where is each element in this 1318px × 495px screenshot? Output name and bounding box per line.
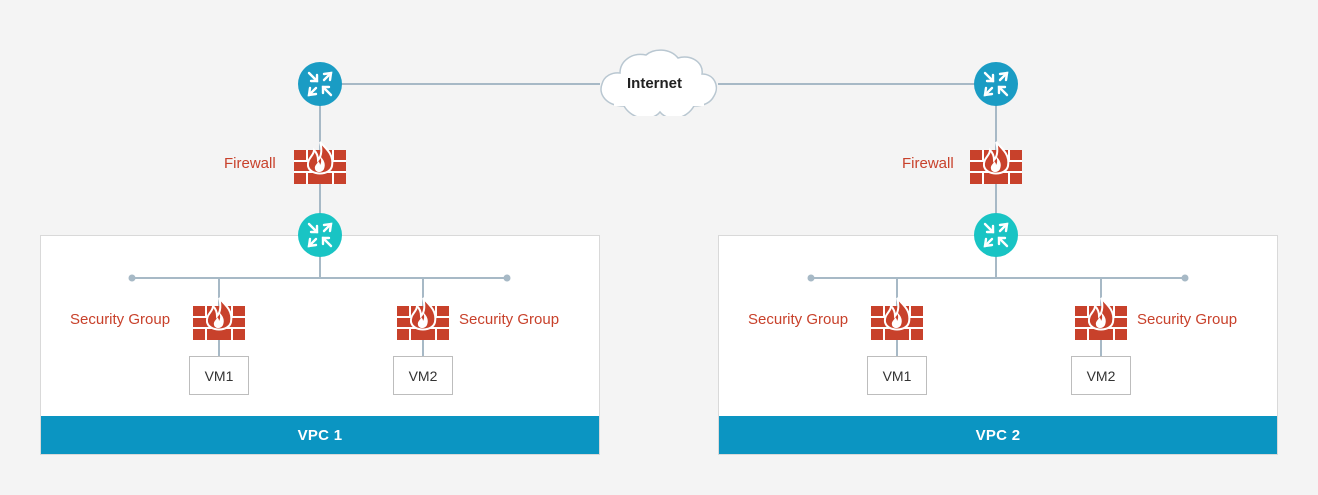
security-group-firewall-icon [395, 296, 451, 342]
vpc-1-label: VPC 1 [41, 416, 599, 454]
vm-box: VM2 [393, 356, 453, 395]
vpc-router-icon [974, 213, 1018, 257]
firewall-label: Firewall [224, 155, 276, 172]
security-group-label: Security Group [70, 311, 171, 328]
internet-label: Internet [627, 75, 683, 92]
firewall-icon [968, 140, 1024, 186]
vm-box: VM1 [189, 356, 249, 395]
vm-box: VM2 [1071, 356, 1131, 395]
security-group-firewall-icon [191, 296, 247, 342]
firewall-icon [292, 140, 348, 186]
router-icon [298, 62, 342, 106]
security-group-firewall-icon [1073, 296, 1129, 342]
cloud-icon [600, 49, 718, 116]
vpc-2-label: VPC 2 [719, 416, 1277, 454]
router-icon [974, 62, 1018, 106]
firewall-label: Firewall [902, 155, 954, 172]
security-group-label: Security Group [748, 311, 849, 328]
vpc-router-icon [298, 213, 342, 257]
vm-box: VM1 [867, 356, 927, 395]
vpc-2-container: VPC 2 [718, 235, 1278, 455]
security-group-label: Security Group [459, 311, 560, 328]
security-group-label: Security Group [1137, 311, 1238, 328]
security-group-firewall-icon [869, 296, 925, 342]
